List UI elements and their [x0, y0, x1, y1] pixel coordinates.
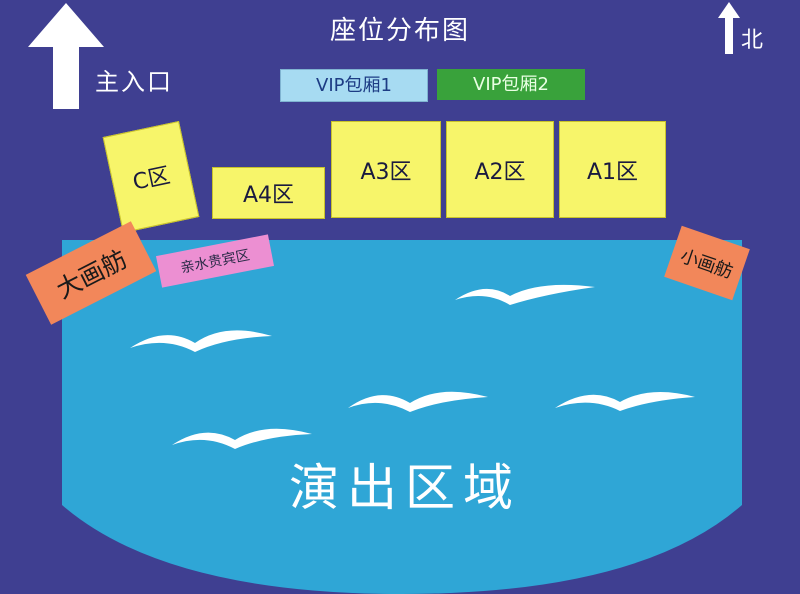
- vip-box-1: VIP包厢1: [280, 69, 428, 102]
- vip-box-2: VIP包厢2: [437, 69, 585, 100]
- page-title: 座位分布图: [329, 16, 470, 46]
- seagull-icons: [130, 284, 695, 449]
- section-a1-label: A1区: [586, 159, 639, 185]
- section-a4-label: A4区: [242, 183, 295, 208]
- up-arrow-icon: [28, 3, 104, 109]
- section-a1: A1区: [559, 121, 666, 218]
- seagull-icon: [455, 284, 595, 305]
- section-a2-label: A2区: [474, 159, 526, 185]
- seagull-icon: [130, 330, 272, 352]
- north-label: 北: [741, 28, 764, 53]
- section-a3-label: A3区: [360, 159, 412, 185]
- seagull-icon: [348, 391, 488, 412]
- seagull-icon: [555, 392, 695, 411]
- north-arrow-icon: [718, 2, 740, 54]
- stage-label: 演出区域: [289, 459, 521, 517]
- main-entrance-label: 主入口: [95, 68, 173, 96]
- section-a2: A2区: [446, 121, 554, 218]
- section-a3: A3区: [331, 121, 441, 218]
- seagull-icon: [172, 428, 312, 449]
- section-a4: A4区: [212, 167, 325, 219]
- stage-water-shape: [62, 240, 742, 594]
- section-c-label: C区: [130, 163, 173, 196]
